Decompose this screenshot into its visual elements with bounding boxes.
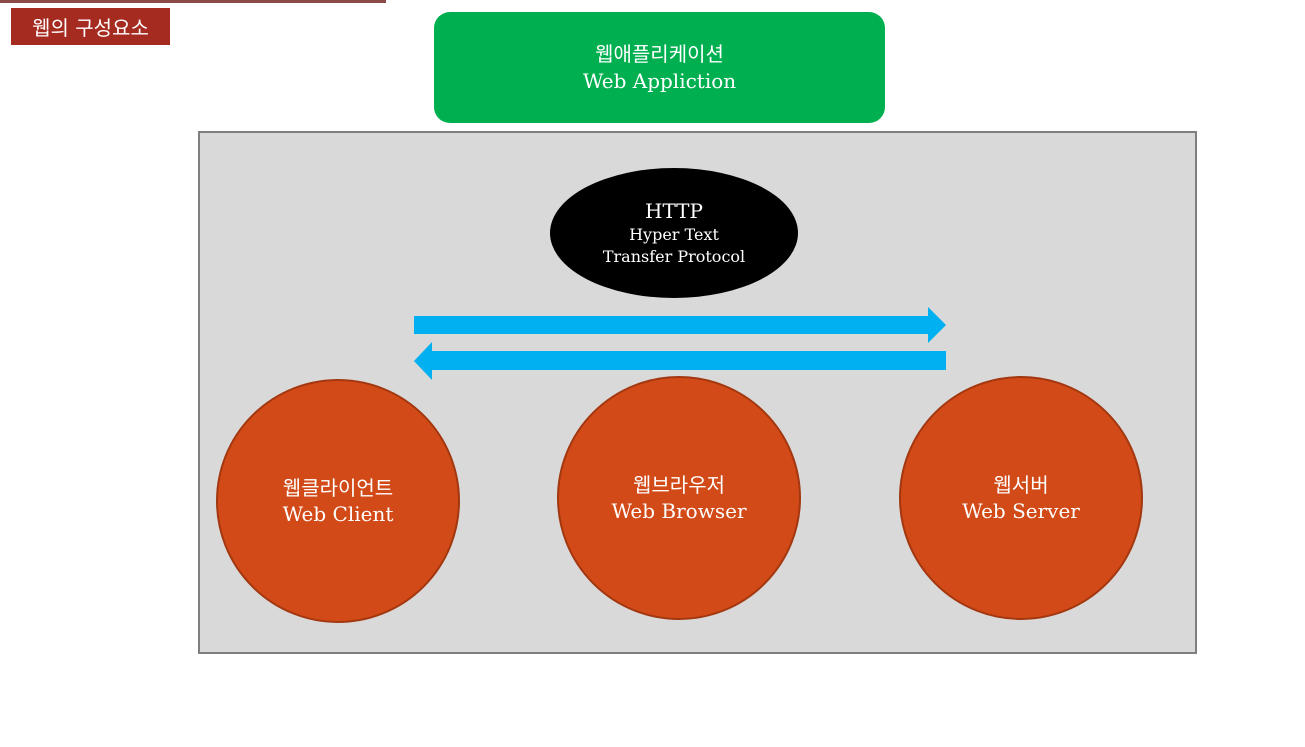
page-title-text: 웹의 구성요소 — [32, 16, 149, 40]
web-client-label-ko: 웹클라이언트 — [282, 476, 394, 500]
http-protocol-ellipse: HTTP Hyper Text Transfer Protocol — [550, 168, 798, 298]
http-line1: Hyper Text — [629, 225, 719, 244]
web-application-label-ko: 웹애플리케이션 — [595, 41, 724, 66]
top-rule — [0, 0, 386, 3]
web-application-label-en: Web Appliction — [582, 68, 737, 93]
web-client-label-en: Web Client — [282, 502, 394, 526]
page-title: 웹의 구성요소 — [11, 8, 170, 45]
web-browser-label-en: Web Browser — [611, 499, 747, 523]
web-server-label-ko: 웹서버 — [993, 473, 1049, 497]
http-line2: Transfer Protocol — [602, 247, 746, 266]
web-server-node: 웹서버 Web Server — [899, 376, 1143, 620]
web-browser-label-ko: 웹브라우저 — [633, 473, 725, 497]
web-server-label-en: Web Server — [962, 499, 1080, 523]
web-client-node: 웹클라이언트 Web Client — [216, 379, 460, 623]
web-application-box: 웹애플리케이션 Web Appliction — [434, 12, 885, 123]
web-browser-node: 웹브라우저 Web Browser — [557, 376, 801, 620]
http-name: HTTP — [645, 199, 703, 223]
